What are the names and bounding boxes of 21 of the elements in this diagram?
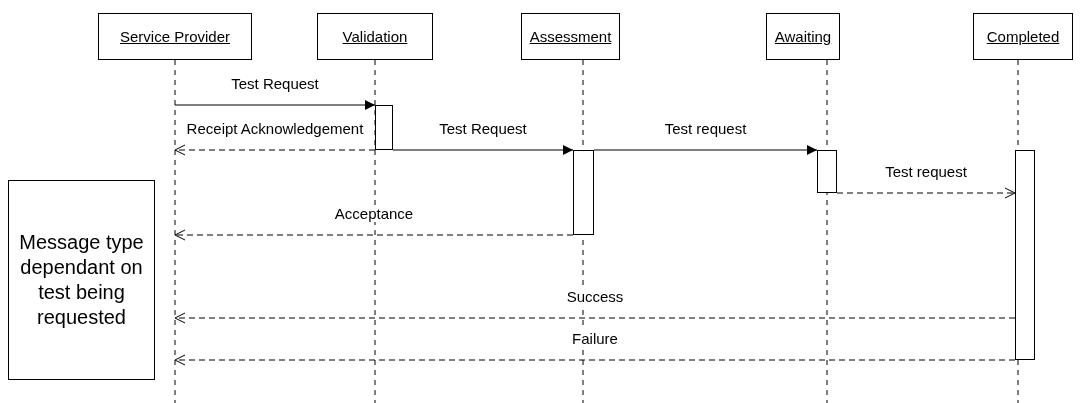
activation-bar bbox=[375, 105, 393, 150]
message-label: Receipt Acknowledgement bbox=[184, 120, 366, 137]
message-label: Failure bbox=[570, 330, 620, 347]
lifeline-header-box: Assessment bbox=[521, 13, 620, 60]
message-arrow bbox=[174, 312, 1016, 324]
lifeline-header-box: Service Provider bbox=[98, 13, 252, 60]
activation-bar bbox=[573, 150, 594, 235]
activation-bar bbox=[1015, 150, 1035, 360]
lifeline-header-box: Awaiting bbox=[766, 13, 840, 60]
message-arrow bbox=[174, 354, 1016, 366]
message-label: Success bbox=[564, 288, 626, 305]
activation-bar bbox=[817, 150, 837, 193]
message-arrow bbox=[174, 100, 376, 110]
lifeline-header-box: Validation bbox=[317, 13, 433, 60]
message-arrow bbox=[593, 145, 818, 155]
note-box: Message type dependant on test being requested bbox=[8, 180, 155, 380]
message-arrow bbox=[174, 229, 574, 241]
message-arrow bbox=[836, 187, 1016, 199]
message-arrow bbox=[174, 144, 376, 156]
message-arrow bbox=[392, 145, 574, 155]
lifeline-header-box: Completed bbox=[973, 13, 1073, 60]
